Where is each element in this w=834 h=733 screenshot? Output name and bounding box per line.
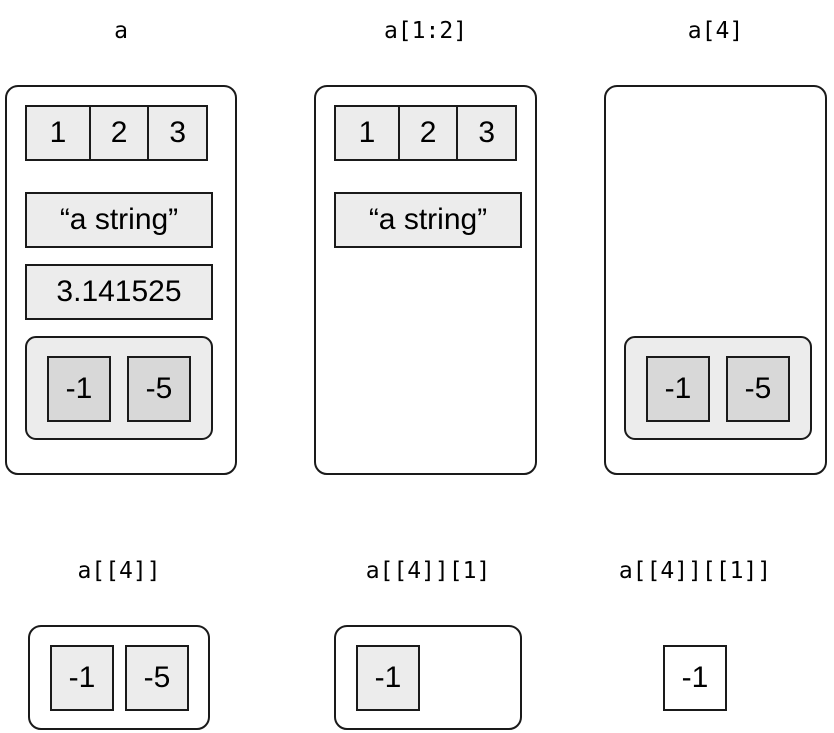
vector-cell: 2 (88, 105, 150, 161)
vector-row-a-0: 1 2 3 (25, 105, 209, 161)
panel-title-a-4-4-1: a[[4]][1] (365, 558, 491, 584)
vector-cell: 3 (147, 105, 209, 161)
panel-title-a-1-2: a[1:2] (383, 18, 468, 44)
element-cell-string: “a string” (334, 192, 522, 248)
list-box-a-4: -1 -5 (604, 85, 827, 475)
vector-row-a12-0: 1 2 3 (334, 105, 518, 161)
nested-cell: -1 (646, 356, 710, 422)
panel-title-a-4-4: a[[4]] (77, 558, 161, 584)
list-box-a: 1 2 3 “a string” 3.141525 -1 -5 (5, 85, 237, 475)
list-cell: -5 (125, 645, 189, 711)
list-box-a-1-2: 1 2 3 “a string” (314, 85, 537, 475)
list-box-a-4-4-1: -1 (334, 625, 522, 730)
vector-cell: 1 (25, 105, 91, 161)
element-cell-numeric: 3.141525 (25, 264, 213, 320)
vector-cell: 3 (456, 105, 518, 161)
element-cell-string: “a string” (25, 192, 213, 248)
nested-list-box-a-4: -1 -5 (624, 336, 812, 440)
panel-title-a-4-4-1-1: a[[4]][[1]] (618, 558, 772, 584)
list-cell: -1 (356, 645, 420, 711)
vector-cell: 1 (334, 105, 400, 161)
panel-title-a-4: a[4] (687, 18, 744, 44)
nested-cell: -5 (726, 356, 790, 422)
bare-cell-a-4-4-1-1: -1 (663, 645, 727, 711)
panel-title-a: a (114, 18, 128, 44)
list-cell: -1 (50, 645, 114, 711)
nested-list-box-a: -1 -5 (25, 336, 213, 440)
list-box-a-4-4: -1 -5 (28, 625, 210, 730)
nested-cell: -5 (127, 356, 191, 422)
vector-cell: 2 (397, 105, 459, 161)
nested-cell: -1 (47, 356, 111, 422)
